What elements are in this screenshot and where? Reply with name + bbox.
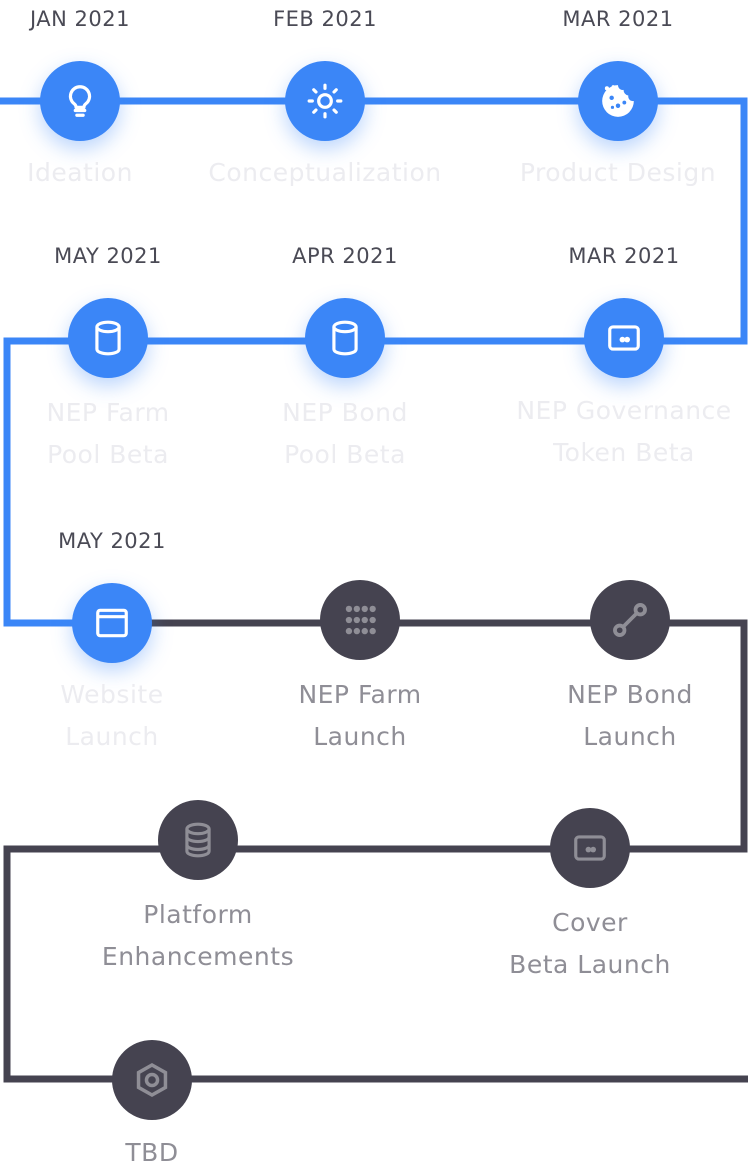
milestone-date: MAY 2021 — [58, 529, 166, 553]
milestone-label: Product Design — [520, 152, 716, 194]
milestone-date: APR 2021 — [292, 244, 398, 268]
milestone-date: MAY 2021 — [54, 244, 162, 268]
card-icon — [571, 829, 609, 867]
milestone-node — [285, 61, 365, 141]
milestone-node — [550, 808, 630, 888]
milestone-node — [112, 1040, 192, 1120]
milestone-label-line: NEP Governance — [516, 396, 732, 425]
sun-icon — [306, 82, 344, 120]
milestone-node — [578, 61, 658, 141]
milestone-label-line: Pool Beta — [47, 440, 169, 469]
card-icon — [605, 319, 643, 357]
link-nodes-icon — [611, 601, 649, 639]
milestone-date: FEB 2021 — [273, 7, 377, 31]
milestone-label-line: Enhancements — [101, 942, 295, 971]
milestone-label-line: Platform — [143, 900, 253, 929]
database-stack-icon — [179, 821, 217, 859]
milestone-node — [320, 580, 400, 660]
browser-window-icon — [93, 604, 131, 642]
milestone-label-line: Cover — [552, 908, 628, 937]
grid-dots-icon — [341, 601, 379, 639]
milestone-label-line: TBD — [125, 1138, 179, 1167]
milestone-label: Ideation — [27, 152, 133, 194]
milestone-node — [158, 800, 238, 880]
database-icon — [326, 319, 364, 357]
milestone-label-line: Ideation — [27, 158, 133, 187]
milestone-label: Conceptualization — [208, 152, 441, 194]
cookie-icon — [599, 82, 637, 120]
milestone-label-line: Product Design — [519, 158, 717, 187]
milestone-label-line: Token Beta — [553, 438, 695, 467]
milestone-node — [72, 583, 152, 663]
milestone-node — [590, 580, 670, 660]
milestone-node — [68, 298, 148, 378]
database-icon — [89, 319, 127, 357]
milestone-date: JAN 2021 — [29, 7, 131, 31]
milestone-node — [40, 61, 120, 141]
milestone-label-line: Conceptualization — [208, 158, 442, 187]
milestone-label-line: NEP Farm — [298, 680, 422, 709]
milestone-label-line: Launch — [583, 722, 677, 751]
milestone-label-line: Website — [60, 680, 164, 709]
milestone-label-line: Launch — [313, 722, 407, 751]
milestone-label-line: NEP Farm — [46, 398, 170, 427]
lightbulb-icon — [61, 82, 99, 120]
milestone-date: MAR 2021 — [562, 7, 674, 31]
milestone-node — [305, 298, 385, 378]
milestone-label-line: Launch — [65, 722, 159, 751]
milestone-node — [584, 298, 664, 378]
milestone-label: TBD — [125, 1132, 178, 1174]
milestone-label-line: Pool Beta — [284, 440, 406, 469]
hexagon-icon — [133, 1061, 171, 1099]
milestone-label-line: NEP Bond — [567, 680, 693, 709]
milestone-label-line: NEP Bond — [282, 398, 408, 427]
milestone-label-line: Beta Launch — [509, 950, 671, 979]
milestone-date: MAR 2021 — [568, 244, 680, 268]
